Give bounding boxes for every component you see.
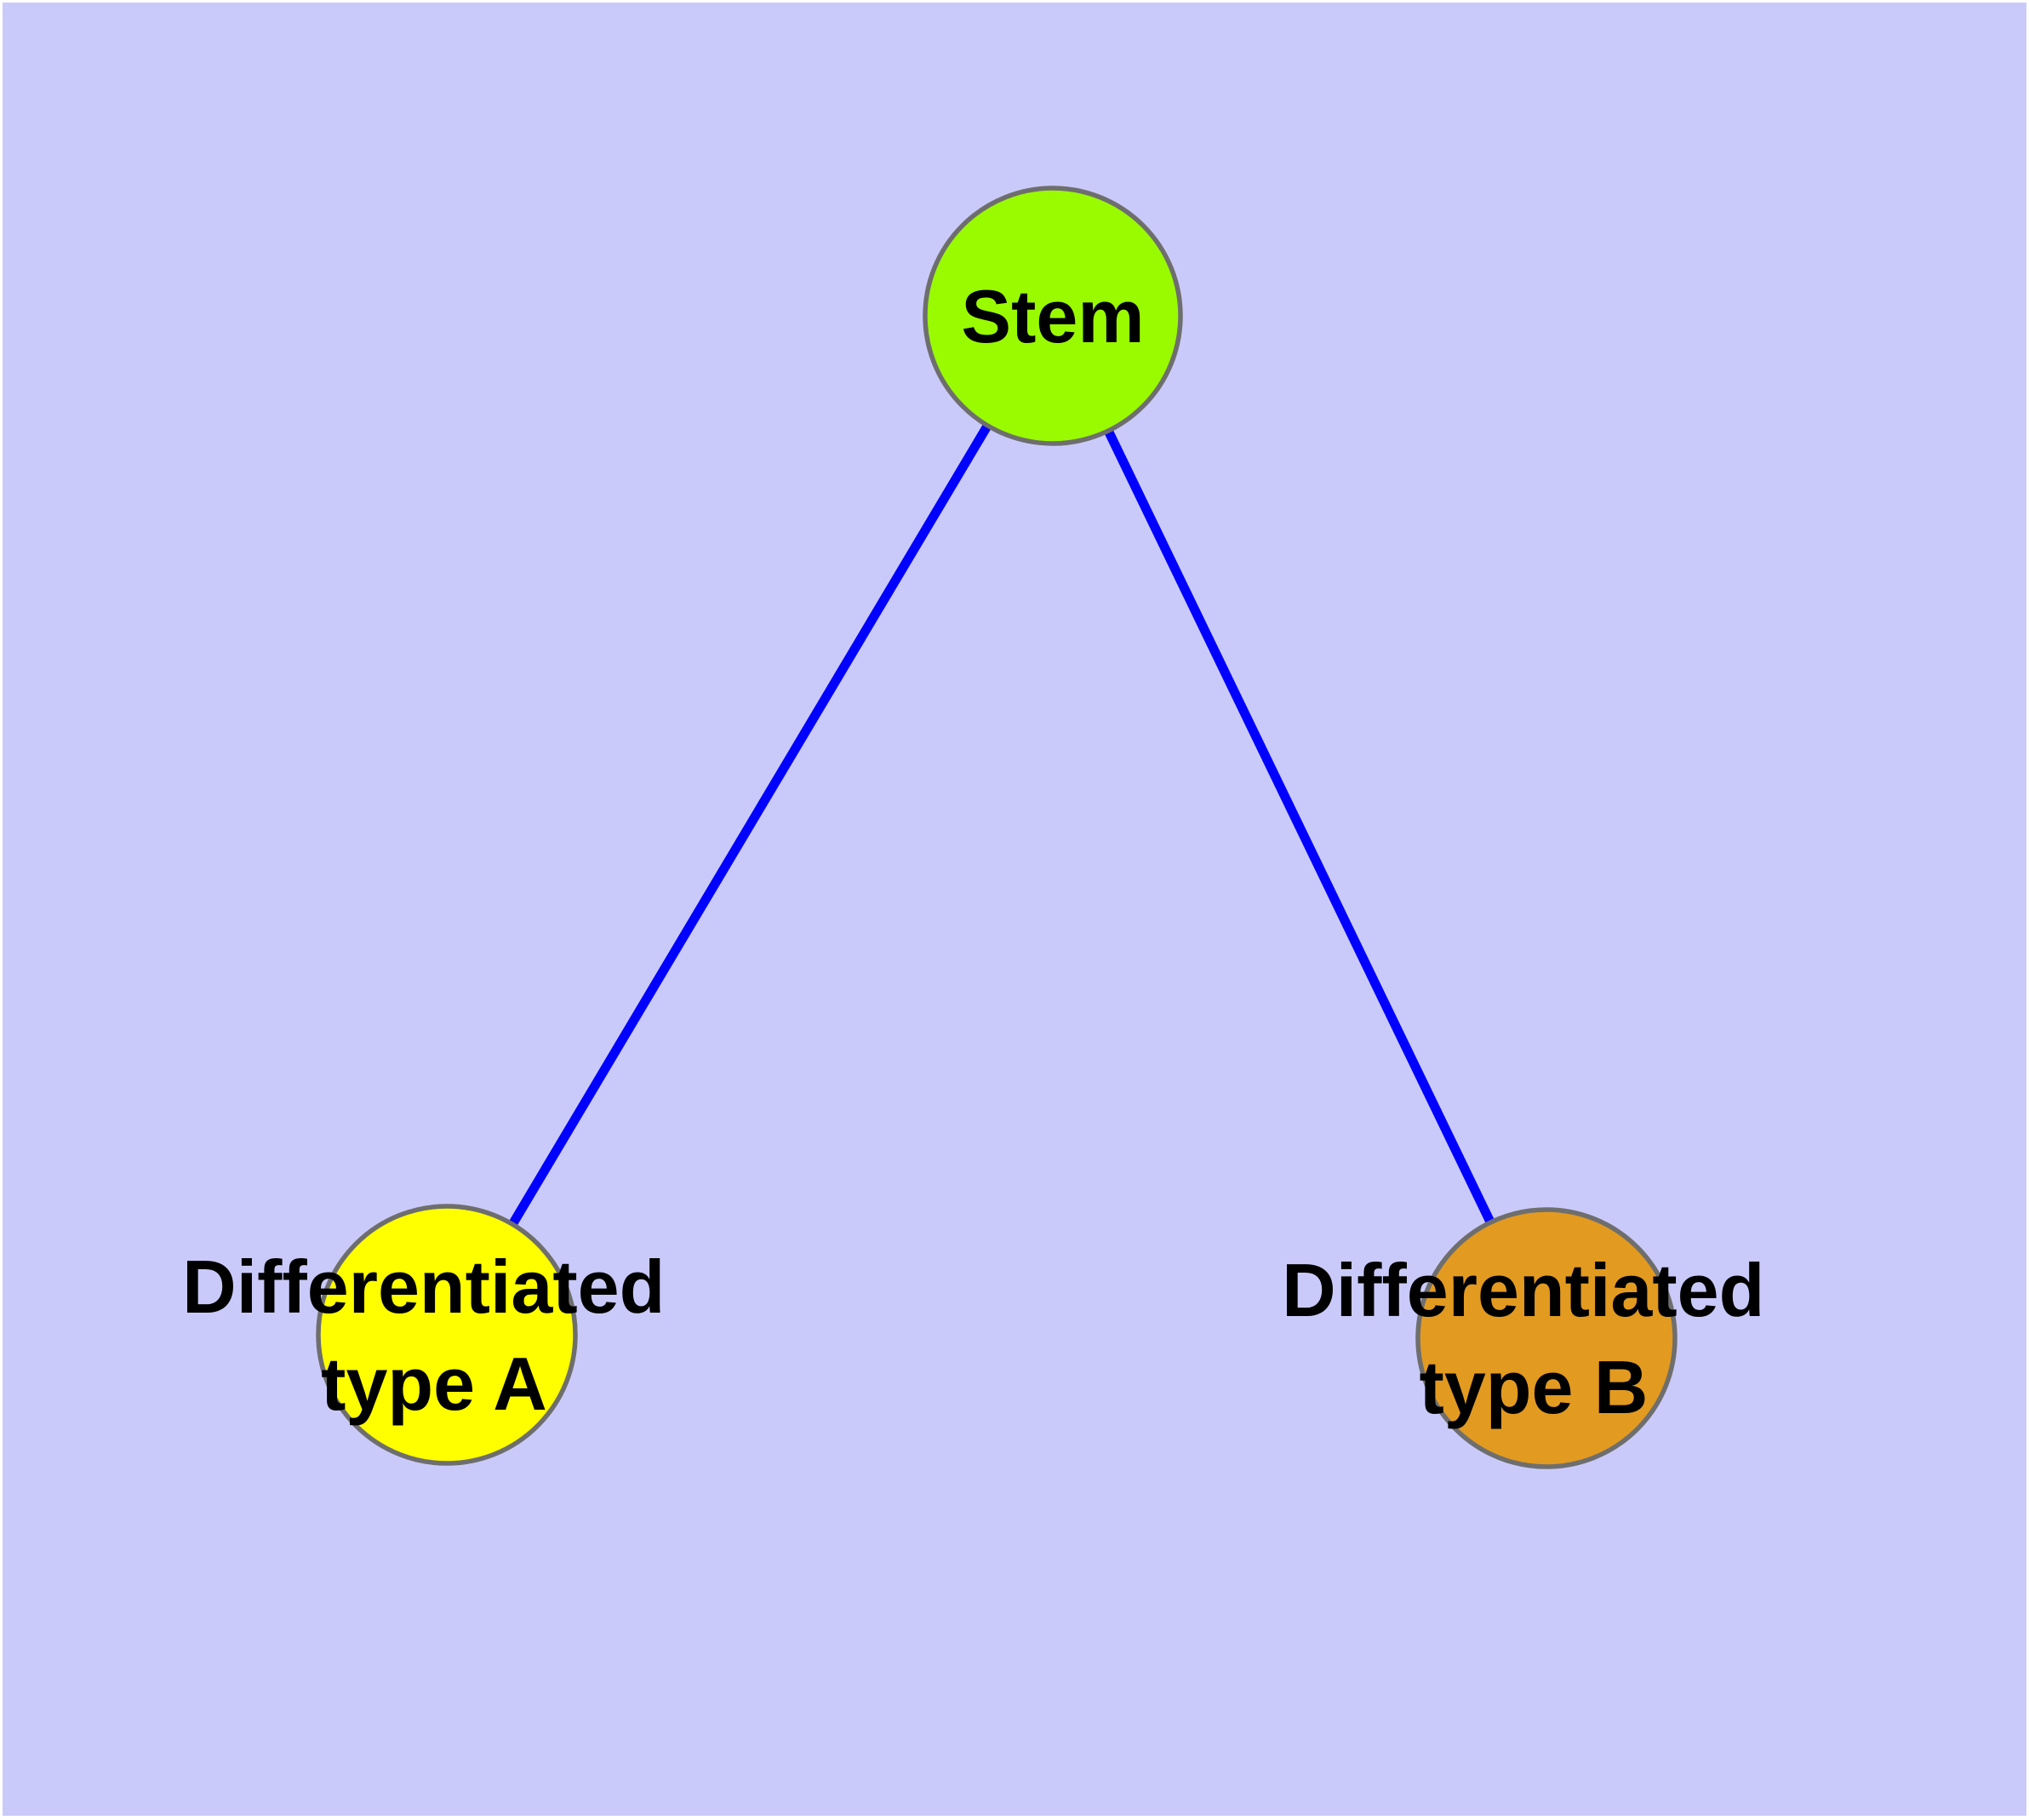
edge-stem-to-type-a xyxy=(443,313,1057,1337)
node-stem-circle xyxy=(923,186,1183,446)
node-type-b-label-line2: type B xyxy=(1420,1345,1649,1429)
node-stem-label: Stem xyxy=(961,274,1144,358)
edge-stem-to-type-b xyxy=(1049,313,1551,1341)
node-type-a-label: Differentiated type A xyxy=(182,1245,686,1426)
node-type-a-circle xyxy=(316,1204,578,1466)
node-type-b-circle xyxy=(1415,1207,1677,1469)
node-type-b-label: Differentiated type B xyxy=(1282,1248,1786,1429)
node-type-a-label-line2: type A xyxy=(321,1342,547,1426)
node-type-b-label-line1: Differentiated xyxy=(1282,1248,1764,1332)
node-type-a-label-line1: Differentiated xyxy=(182,1245,665,1329)
